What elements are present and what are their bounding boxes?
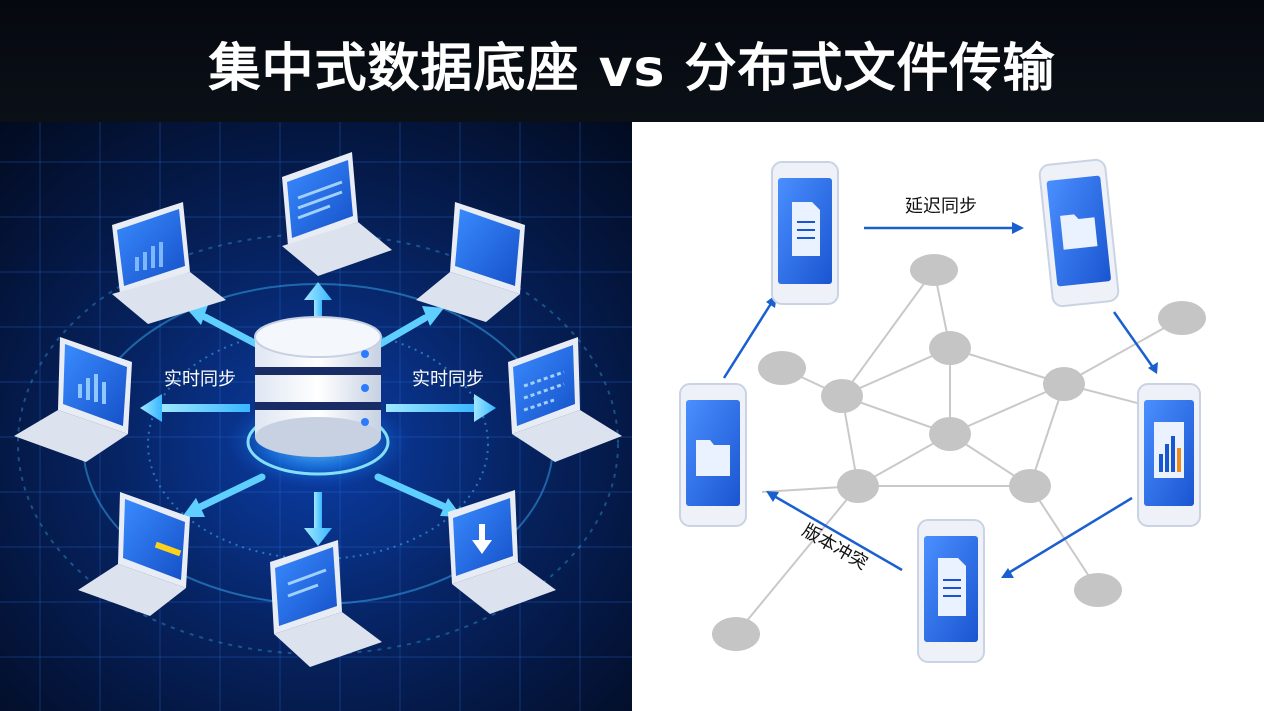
node xyxy=(1043,367,1085,401)
bar-chart-icon xyxy=(1154,422,1184,478)
arrow-right-head xyxy=(474,394,496,422)
laptop-top-right xyxy=(416,202,525,322)
node xyxy=(929,331,971,365)
phone-bottom-center xyxy=(917,519,985,663)
arrow-left-up xyxy=(722,301,774,379)
node xyxy=(1009,469,1051,503)
laptop-bottom-center xyxy=(270,540,382,667)
phone-top-left xyxy=(771,161,839,305)
arrow-down-head xyxy=(304,528,332,546)
laptop-bottom-left xyxy=(78,492,190,616)
laptop-bottom-right xyxy=(448,490,556,614)
folder-icon xyxy=(1060,214,1098,250)
distributed-panel: 延迟同步 版本冲突 xyxy=(632,122,1264,711)
document-icon xyxy=(792,202,820,256)
node xyxy=(929,417,971,451)
arrow-top-right-down xyxy=(1112,311,1154,367)
diagonal-arrows xyxy=(196,313,449,511)
flow-arrows xyxy=(722,226,1154,574)
arrow-left xyxy=(160,404,250,412)
arrow-upright xyxy=(371,314,429,351)
node xyxy=(910,254,958,286)
laptop-mid-left xyxy=(14,337,132,462)
sync-label-right: 实时同步 xyxy=(412,369,484,390)
node xyxy=(712,617,760,651)
arrow-left-head xyxy=(140,394,162,422)
laptop-top-center xyxy=(282,152,392,276)
node xyxy=(758,351,806,385)
arrow-upleft xyxy=(201,313,266,351)
laptop-top-left xyxy=(112,202,226,324)
arrow-downleft xyxy=(196,473,266,511)
node xyxy=(1158,301,1206,335)
arrow-downleft-head xyxy=(182,498,205,517)
phone-left xyxy=(679,383,747,527)
page-title: 集中式数据底座 vs 分布式文件传输 xyxy=(208,39,1056,99)
arrow-up-head xyxy=(304,282,332,300)
phone-right xyxy=(1137,383,1201,527)
sync-label-left: 实时同步 xyxy=(164,369,236,390)
network-nodes xyxy=(712,254,1206,651)
arrow-down xyxy=(314,492,322,532)
node xyxy=(821,379,863,413)
centralized-panel: 实时同步 实时同步 xyxy=(0,122,632,711)
centralized-diagram: 实时同步 实时同步 xyxy=(0,122,632,711)
node xyxy=(837,469,879,503)
arrow-right xyxy=(386,404,476,412)
document-icon xyxy=(938,558,966,616)
phone-top-right xyxy=(1038,158,1120,308)
arrow-bottom-right xyxy=(1009,496,1133,574)
arrow-version-conflict xyxy=(773,494,903,572)
title-bar: 集中式数据底座 vs 分布式文件传输 xyxy=(0,0,1264,122)
folder-icon xyxy=(696,440,730,476)
arrow-upright-head xyxy=(422,306,444,326)
laptop-mid-right xyxy=(508,337,622,462)
arrow-downright xyxy=(374,473,449,511)
database-icon xyxy=(254,316,382,457)
delay-sync-label: 延迟同步 xyxy=(905,196,977,217)
distributed-diagram: 延迟同步 版本冲突 xyxy=(679,158,1206,663)
node xyxy=(1074,573,1122,607)
download-icon xyxy=(472,524,492,554)
